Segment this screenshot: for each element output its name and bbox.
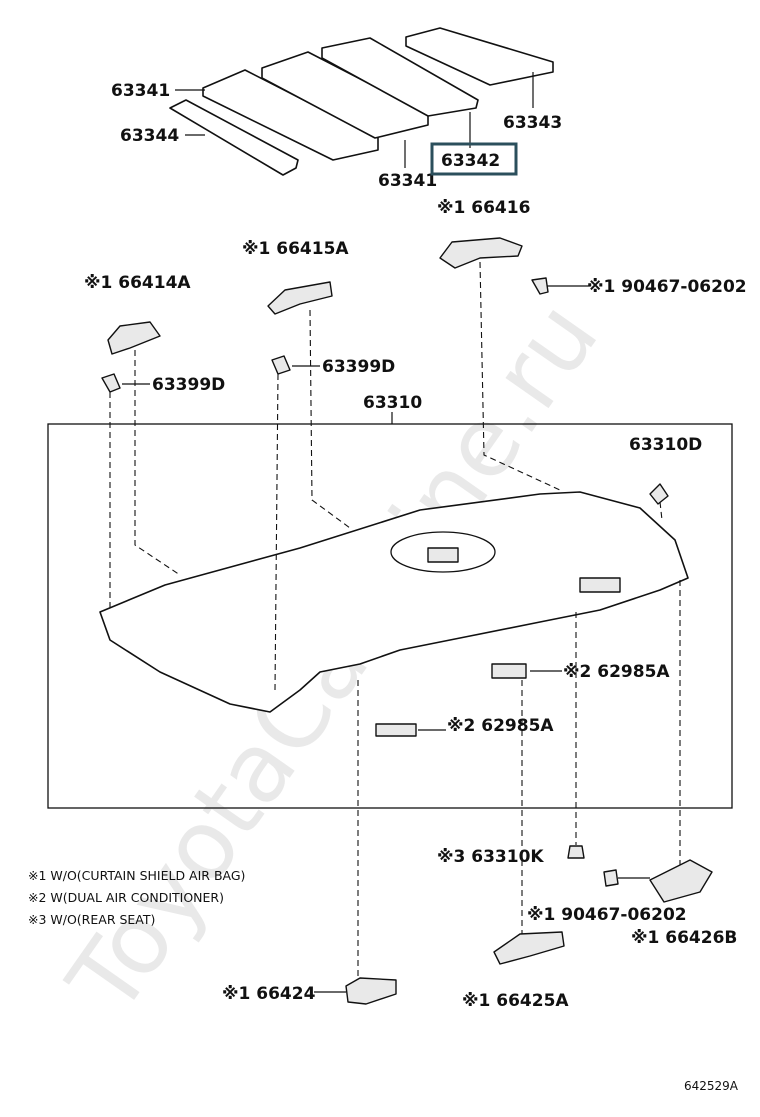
label-63343: 63343 (503, 113, 562, 133)
sunroof-recess (390, 531, 496, 573)
register-62985A-b[interactable] (375, 723, 417, 737)
label-66416: ※1 66416 (437, 198, 530, 218)
bracket-66414A[interactable] (107, 321, 161, 355)
label-63344: 63344 (120, 126, 179, 146)
clip-63310K[interactable] (567, 845, 585, 859)
register-62985A-a[interactable] (491, 663, 527, 679)
bracket-66415A[interactable] (267, 281, 333, 315)
clip-63399D-right[interactable] (271, 355, 291, 375)
note-3: ※3 W/O(REAR SEAT) (28, 912, 155, 927)
clip-63310D[interactable] (649, 483, 669, 505)
assembly-frame (47, 423, 733, 809)
label-63342[interactable]: 63342 (441, 151, 500, 171)
dome-lamp-recess (427, 547, 459, 563)
note-2: ※2 W(DUAL AIR CONDITIONER) (28, 890, 224, 905)
bracket-66426B[interactable] (649, 859, 713, 903)
label-90467-bottom: ※1 90467-06202 (527, 905, 687, 925)
label-63399D-a: 63399D (152, 375, 225, 395)
headliner-63310[interactable] (99, 491, 689, 713)
label-66426B: ※1 66426B (631, 928, 737, 948)
pad-63344[interactable] (169, 99, 299, 176)
label-90467-top: ※1 90467-06202 (587, 277, 747, 297)
bracket-66424[interactable] (345, 977, 397, 1005)
bracket-66425A[interactable] (493, 931, 565, 965)
assist-grip-recess (579, 577, 621, 593)
label-63310: 63310 (363, 393, 422, 413)
pad-63342[interactable] (321, 37, 479, 117)
note-1: ※1 W/O(CURTAIN SHIELD AIR BAG) (28, 868, 245, 883)
clip-90467-top[interactable] (531, 277, 549, 295)
diagram-code: 642529A (684, 1079, 739, 1093)
pad-63341-left[interactable] (202, 69, 379, 161)
label-66414A: ※1 66414A (84, 273, 191, 293)
pad-group (169, 27, 554, 176)
label-62985A-b: ※2 62985A (447, 716, 554, 736)
clip-63399D-left[interactable] (101, 373, 121, 393)
clip-90467-bottom[interactable] (603, 869, 619, 887)
label-63310K: ※3 63310K (437, 847, 544, 867)
pad-63341-right[interactable] (261, 51, 429, 139)
pad-63343[interactable] (405, 27, 554, 86)
label-66424: ※1 66424 (222, 984, 316, 1004)
label-66415A: ※1 66415A (242, 239, 349, 259)
label-63341-a: 63341 (111, 81, 170, 101)
label-66425A: ※1 66425A (462, 991, 569, 1011)
label-63341-b: 63341 (378, 171, 437, 191)
label-63399D-b: 63399D (322, 357, 395, 377)
label-63310D: 63310D (629, 435, 702, 455)
bracket-66416[interactable] (439, 237, 523, 269)
label-62985A-a: ※2 62985A (563, 662, 670, 682)
highlight-box (430, 142, 518, 176)
